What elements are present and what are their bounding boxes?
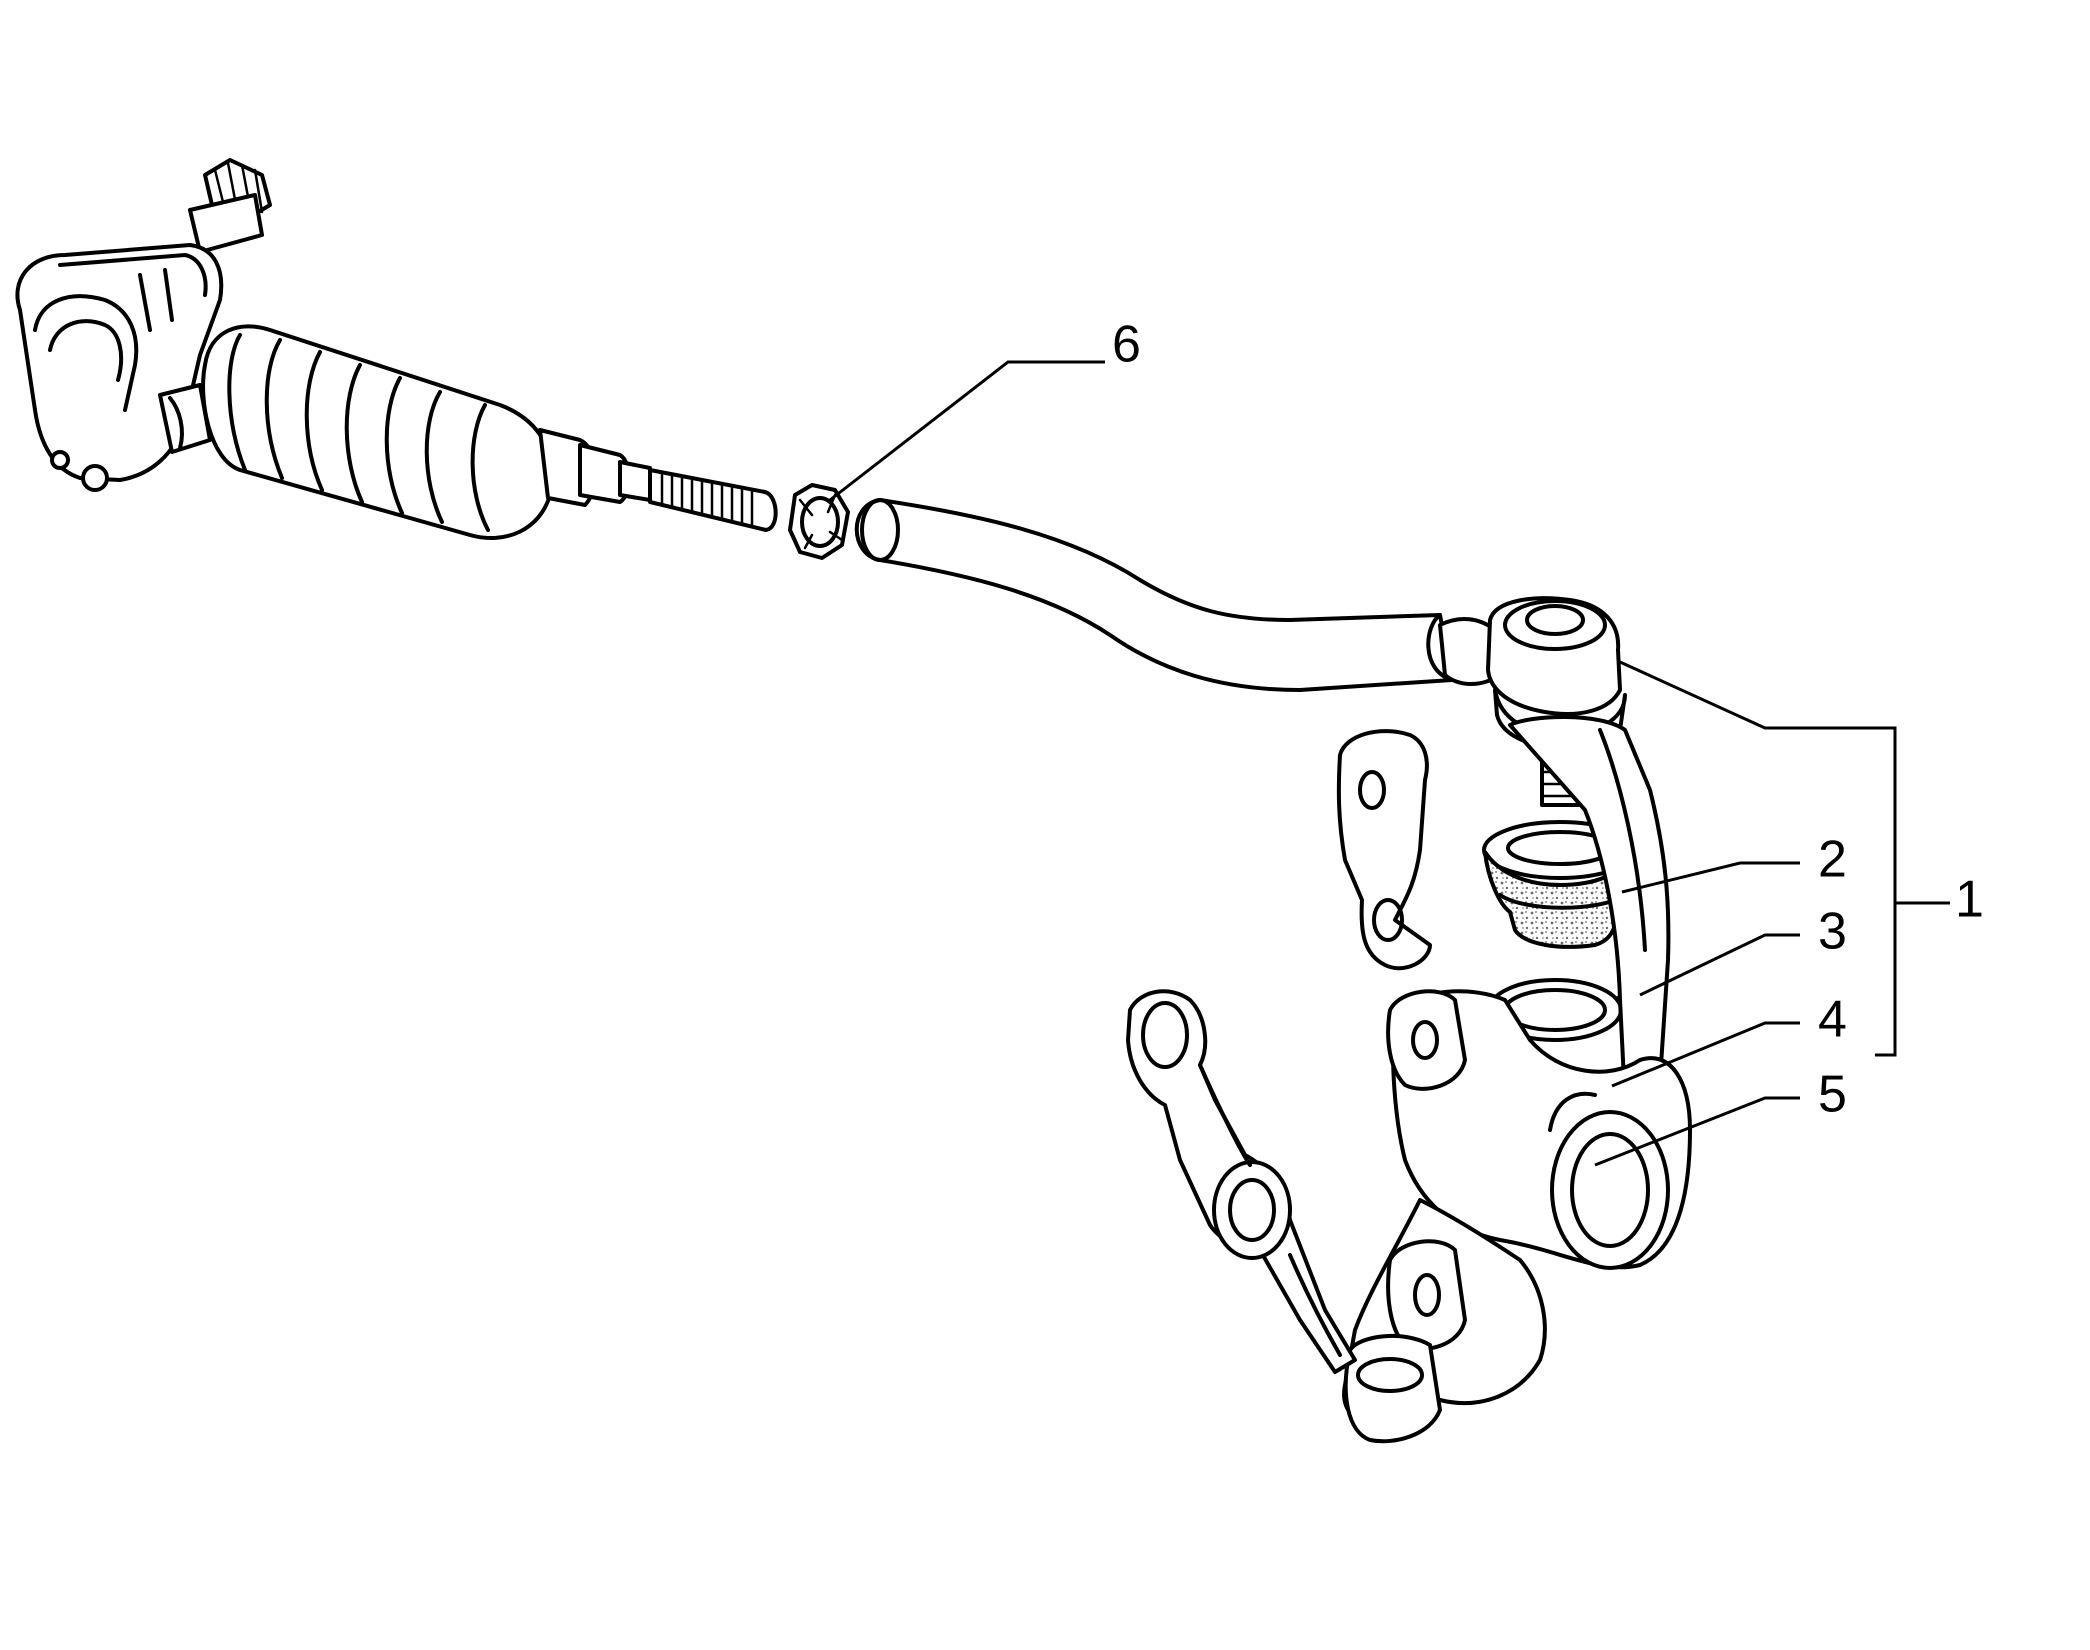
callout-6: 6	[1112, 316, 1141, 374]
lower-control-arm-link	[1126, 989, 1357, 1374]
callout-3: 3	[1818, 903, 1847, 961]
callout-leader-lines	[829, 360, 1950, 1167]
inner-tie-rod-threaded-shaft	[578, 443, 778, 532]
callout-1: 1	[1955, 871, 1984, 929]
steering-rack-housing	[15, 158, 272, 492]
rack-bellows-boot	[201, 324, 597, 541]
callout-labels: 1 2 3 4 5 6	[1112, 316, 1984, 1124]
callout-5: 5	[1818, 1066, 1847, 1124]
callout-2: 2	[1818, 831, 1847, 889]
callout-4: 4	[1818, 991, 1847, 1049]
steering-knuckle	[1336, 715, 1692, 1444]
outer-tie-rod-bar	[854, 498, 1454, 692]
hex-lock-nut	[788, 483, 850, 560]
